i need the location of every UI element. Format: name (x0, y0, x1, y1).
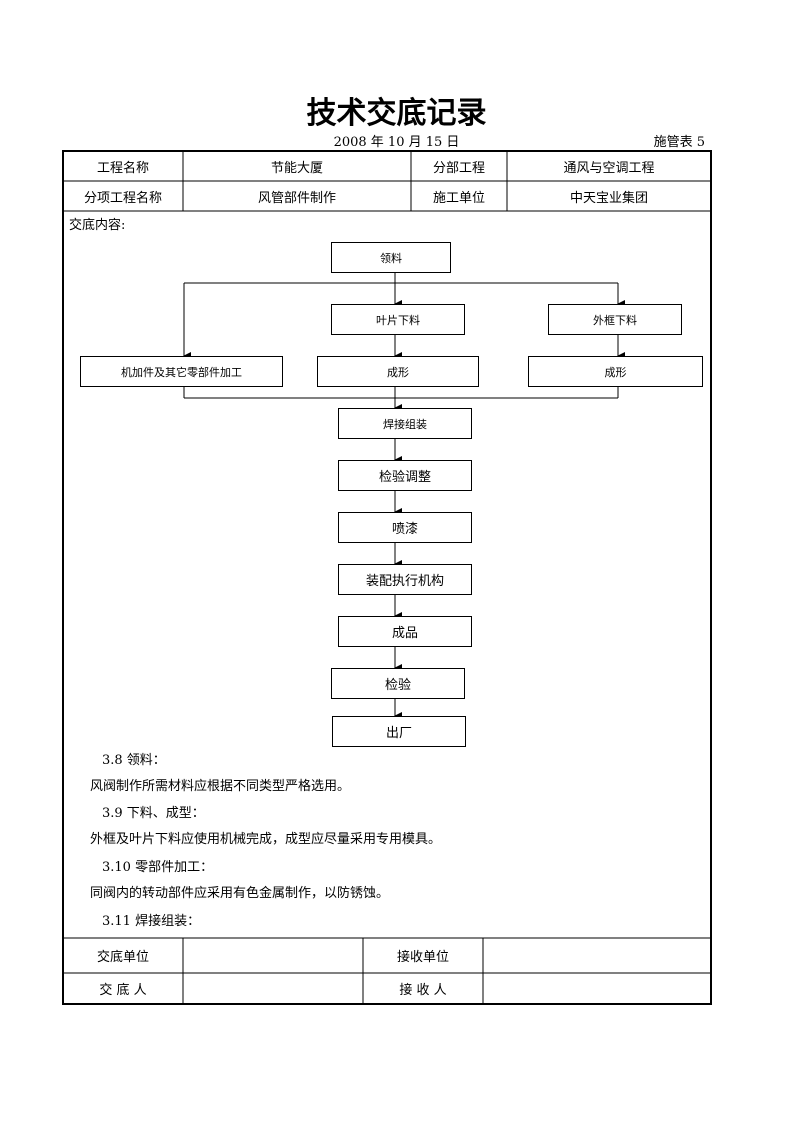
label-contractor: 施工单位 (432, 190, 485, 206)
flow-box-jijiajian: 机加件及其它零部件加工 (80, 356, 283, 387)
value-project-name: 节能大厦 (270, 160, 323, 176)
form-number: 施管表 5 (653, 135, 705, 150)
label-briefer: 交 底 人 (99, 983, 147, 998)
paragraph: 外框及叶片下料应使用机械完成，成型应尽量采用专用模具。 (90, 832, 442, 847)
flow-box-yepian: 叶片下料 (331, 304, 465, 335)
flow-box-waikuang: 外框下料 (548, 304, 682, 335)
label-receiver: 接 收 人 (399, 983, 447, 998)
label-briefing-unit: 交底单位 (96, 950, 149, 965)
value-receiver (483, 973, 711, 1004)
label-receiving-unit: 接收单位 (396, 950, 449, 965)
flow-box-lingliao: 领料 (331, 242, 451, 273)
value-subproject: 风管部件制作 (257, 190, 336, 206)
section-heading: 3.11 焊接组装： (102, 914, 201, 929)
section-heading: 3.10 零部件加工： (102, 860, 214, 875)
flow-box-chengpin: 成品 (338, 616, 472, 647)
flow-box-penqi: 喷漆 (338, 512, 472, 543)
label-subproject: 分项工程名称 (83, 190, 162, 206)
document-title: 技术交底记录 (306, 96, 487, 131)
date: 2008 年 10 月 15 日 (333, 135, 460, 150)
flow-box-chengxing-2: 成形 (528, 356, 703, 387)
value-briefer (183, 973, 363, 1004)
value-receiving-unit (483, 938, 711, 973)
paragraph: 风阀制作所需材料应根据不同类型严格选用。 (90, 779, 351, 794)
flow-box-hanjie: 焊接组装 (338, 408, 472, 439)
section-heading: 3.8 领料： (102, 753, 166, 768)
label-division: 分部工程 (432, 160, 485, 176)
label-project-name: 工程名称 (96, 160, 149, 176)
flow-box-chuchang: 出厂 (332, 716, 466, 747)
value-briefing-unit (183, 938, 363, 973)
section-heading: 3.9 下料、成型： (102, 806, 205, 821)
paragraph: 同阀内的转动部件应采用有色金属制作，以防锈蚀。 (90, 886, 390, 901)
content-label: 交底内容: (69, 218, 126, 233)
value-division: 通风与空调工程 (563, 160, 655, 176)
flow-box-zhuangpei: 装配执行机构 (338, 564, 472, 595)
flow-box-jianyantiaozheng: 检验调整 (338, 460, 472, 491)
flow-box-jianyan: 检验 (331, 668, 465, 699)
flow-box-chengxing-1: 成形 (317, 356, 479, 387)
value-contractor: 中天宝业集团 (569, 190, 648, 206)
